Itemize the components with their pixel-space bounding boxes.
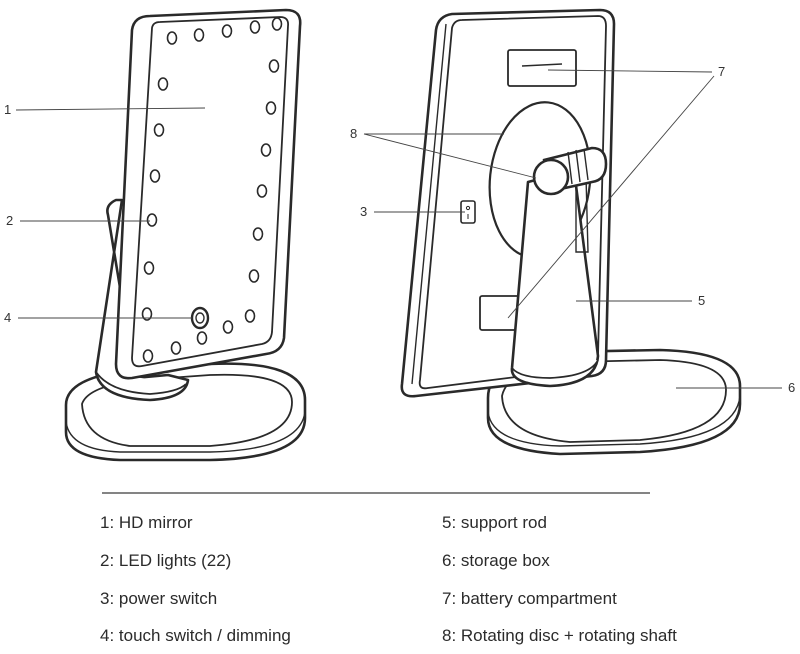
rotating-shaft bbox=[532, 146, 608, 196]
legend-item-8: 8: Rotating disc + rotating shaft bbox=[442, 626, 677, 645]
legend-item-5: 5: support rod bbox=[442, 513, 547, 532]
callout-labels: 1 2 4 3 5 6 7 8 bbox=[4, 64, 795, 395]
callout-3: 3 bbox=[360, 204, 367, 219]
led-lights bbox=[141, 17, 283, 363]
legend-item-3: 3: power switch bbox=[100, 589, 217, 608]
callout-6: 6 bbox=[788, 380, 795, 395]
front-view bbox=[64, 8, 307, 462]
front-mirror-frame bbox=[114, 8, 302, 380]
legend-item-2: 2: LED lights (22) bbox=[100, 551, 231, 570]
battery-compartment-bottom bbox=[479, 295, 521, 331]
support-rod bbox=[510, 168, 600, 388]
legend-item-6: 6: storage box bbox=[442, 551, 550, 570]
callout-4: 4 bbox=[4, 310, 11, 325]
callout-5: 5 bbox=[698, 293, 705, 308]
callout-2: 2 bbox=[6, 213, 13, 228]
legend-item-4: 4: touch switch / dimming bbox=[100, 626, 291, 645]
legend: 1: HD mirror 2: LED lights (22) 3: power… bbox=[100, 513, 677, 645]
callout-8: 8 bbox=[350, 126, 357, 141]
legend-item-1: 1: HD mirror bbox=[100, 513, 193, 532]
callout-1: 1 bbox=[4, 102, 11, 117]
back-view bbox=[400, 8, 742, 456]
legend-item-7: 7: battery compartment bbox=[442, 589, 617, 608]
callout-7: 7 bbox=[718, 64, 725, 79]
leader-lines bbox=[15, 69, 782, 389]
battery-compartment-top bbox=[507, 49, 577, 87]
touch-switch bbox=[190, 306, 210, 330]
